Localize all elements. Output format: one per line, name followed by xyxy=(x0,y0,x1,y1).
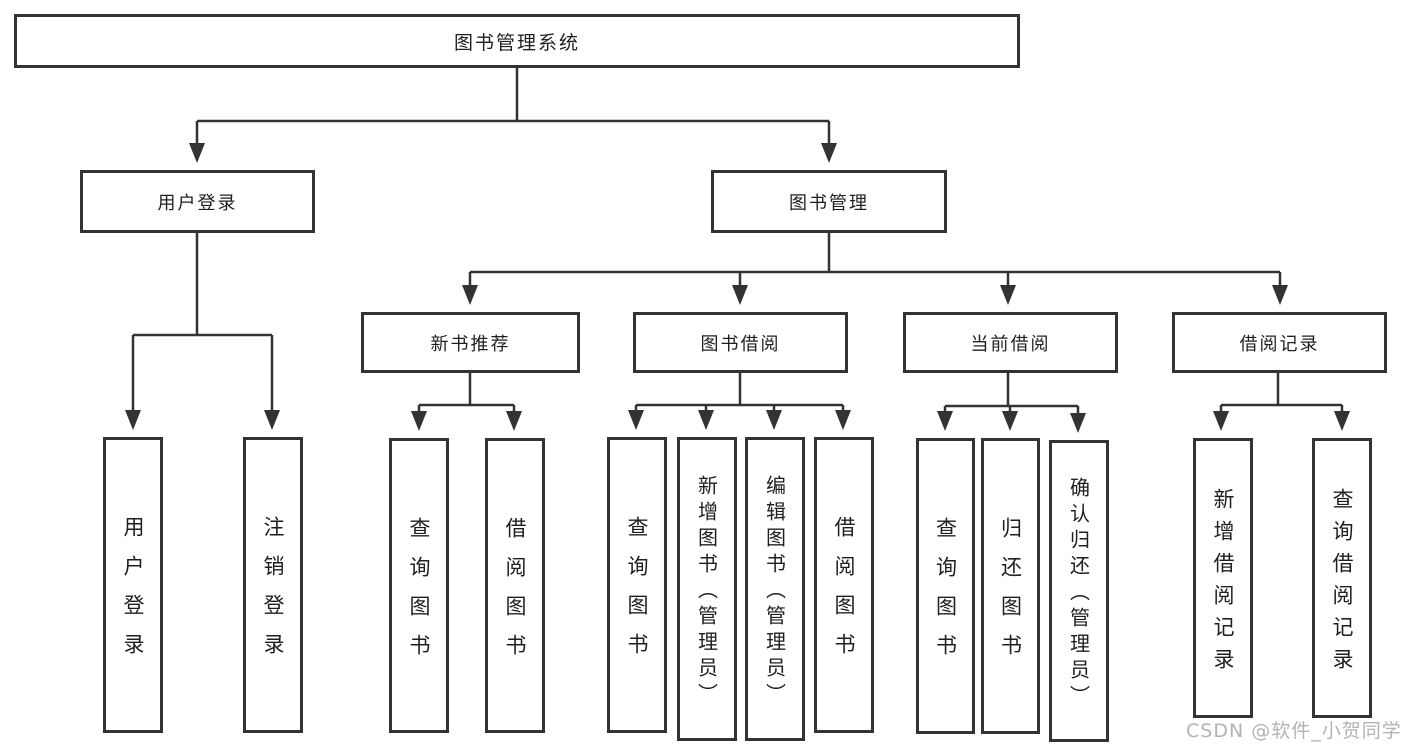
node-label: 用户登录 xyxy=(121,516,145,672)
node-book-borrowing: 图书借阅 xyxy=(633,312,848,373)
leaf-borrow-books-recommend: 借阅图书 xyxy=(485,438,545,733)
node-label: 新增借阅记录 xyxy=(1211,487,1235,680)
node-label: 当前借阅 xyxy=(970,333,1051,355)
node-new-book-recommendation: 新书推荐 xyxy=(361,312,580,373)
leaf-confirm-return-admin: 确认归还（管理员） xyxy=(1049,440,1109,742)
node-label: 查询图书 xyxy=(625,516,649,672)
node-label: 注销登录 xyxy=(261,516,285,672)
leaf-borrow-books-borrowing: 借阅图书 xyxy=(814,437,874,733)
leaf-query-borrow-record: 查询借阅记录 xyxy=(1312,438,1372,718)
leaf-query-books-recommend: 查询图书 xyxy=(389,438,449,733)
node-label: 确认归还（管理员） xyxy=(1066,477,1091,711)
node-label: 编辑图书（管理员） xyxy=(762,475,787,709)
leaf-add-book-admin: 新增图书（管理员） xyxy=(677,437,737,741)
leaf-add-borrow-record: 新增借阅记录 xyxy=(1193,438,1253,718)
leaf-query-books-borrowing: 查询图书 xyxy=(607,437,667,733)
node-borrowing-records: 借阅记录 xyxy=(1172,312,1387,373)
node-label: 用户登录 xyxy=(157,192,238,214)
node-label: 借阅图书 xyxy=(503,516,527,673)
leaf-return-books: 归还图书 xyxy=(981,438,1040,734)
watermark-text: CSDN @软件_小贺同学 xyxy=(1186,720,1402,742)
leaf-user-login: 用户登录 xyxy=(103,437,163,733)
node-user-login: 用户登录 xyxy=(80,170,315,233)
leaf-edit-book-admin: 编辑图书（管理员） xyxy=(745,437,805,741)
node-book-management: 图书管理 xyxy=(711,170,947,233)
leaf-logout-login: 注销登录 xyxy=(243,437,303,733)
node-label: 查询图书 xyxy=(407,516,431,673)
node-label: 图书管理系统 xyxy=(453,31,580,54)
node-label: 归还图书 xyxy=(998,517,1023,673)
node-label: 借阅记录 xyxy=(1239,333,1320,355)
node-label: 查询图书 xyxy=(933,517,958,673)
node-label: 借阅图书 xyxy=(832,516,856,672)
node-current-borrowing: 当前借阅 xyxy=(903,312,1118,373)
node-label: 新增图书（管理员） xyxy=(694,475,719,709)
node-label: 图书借阅 xyxy=(700,333,781,355)
node-label: 图书管理 xyxy=(789,192,869,214)
node-library-management-system: 图书管理系统 xyxy=(14,14,1020,68)
node-label: 新书推荐 xyxy=(430,333,511,355)
node-label: 查询借阅记录 xyxy=(1330,487,1354,680)
leaf-query-books-current: 查询图书 xyxy=(916,438,975,734)
